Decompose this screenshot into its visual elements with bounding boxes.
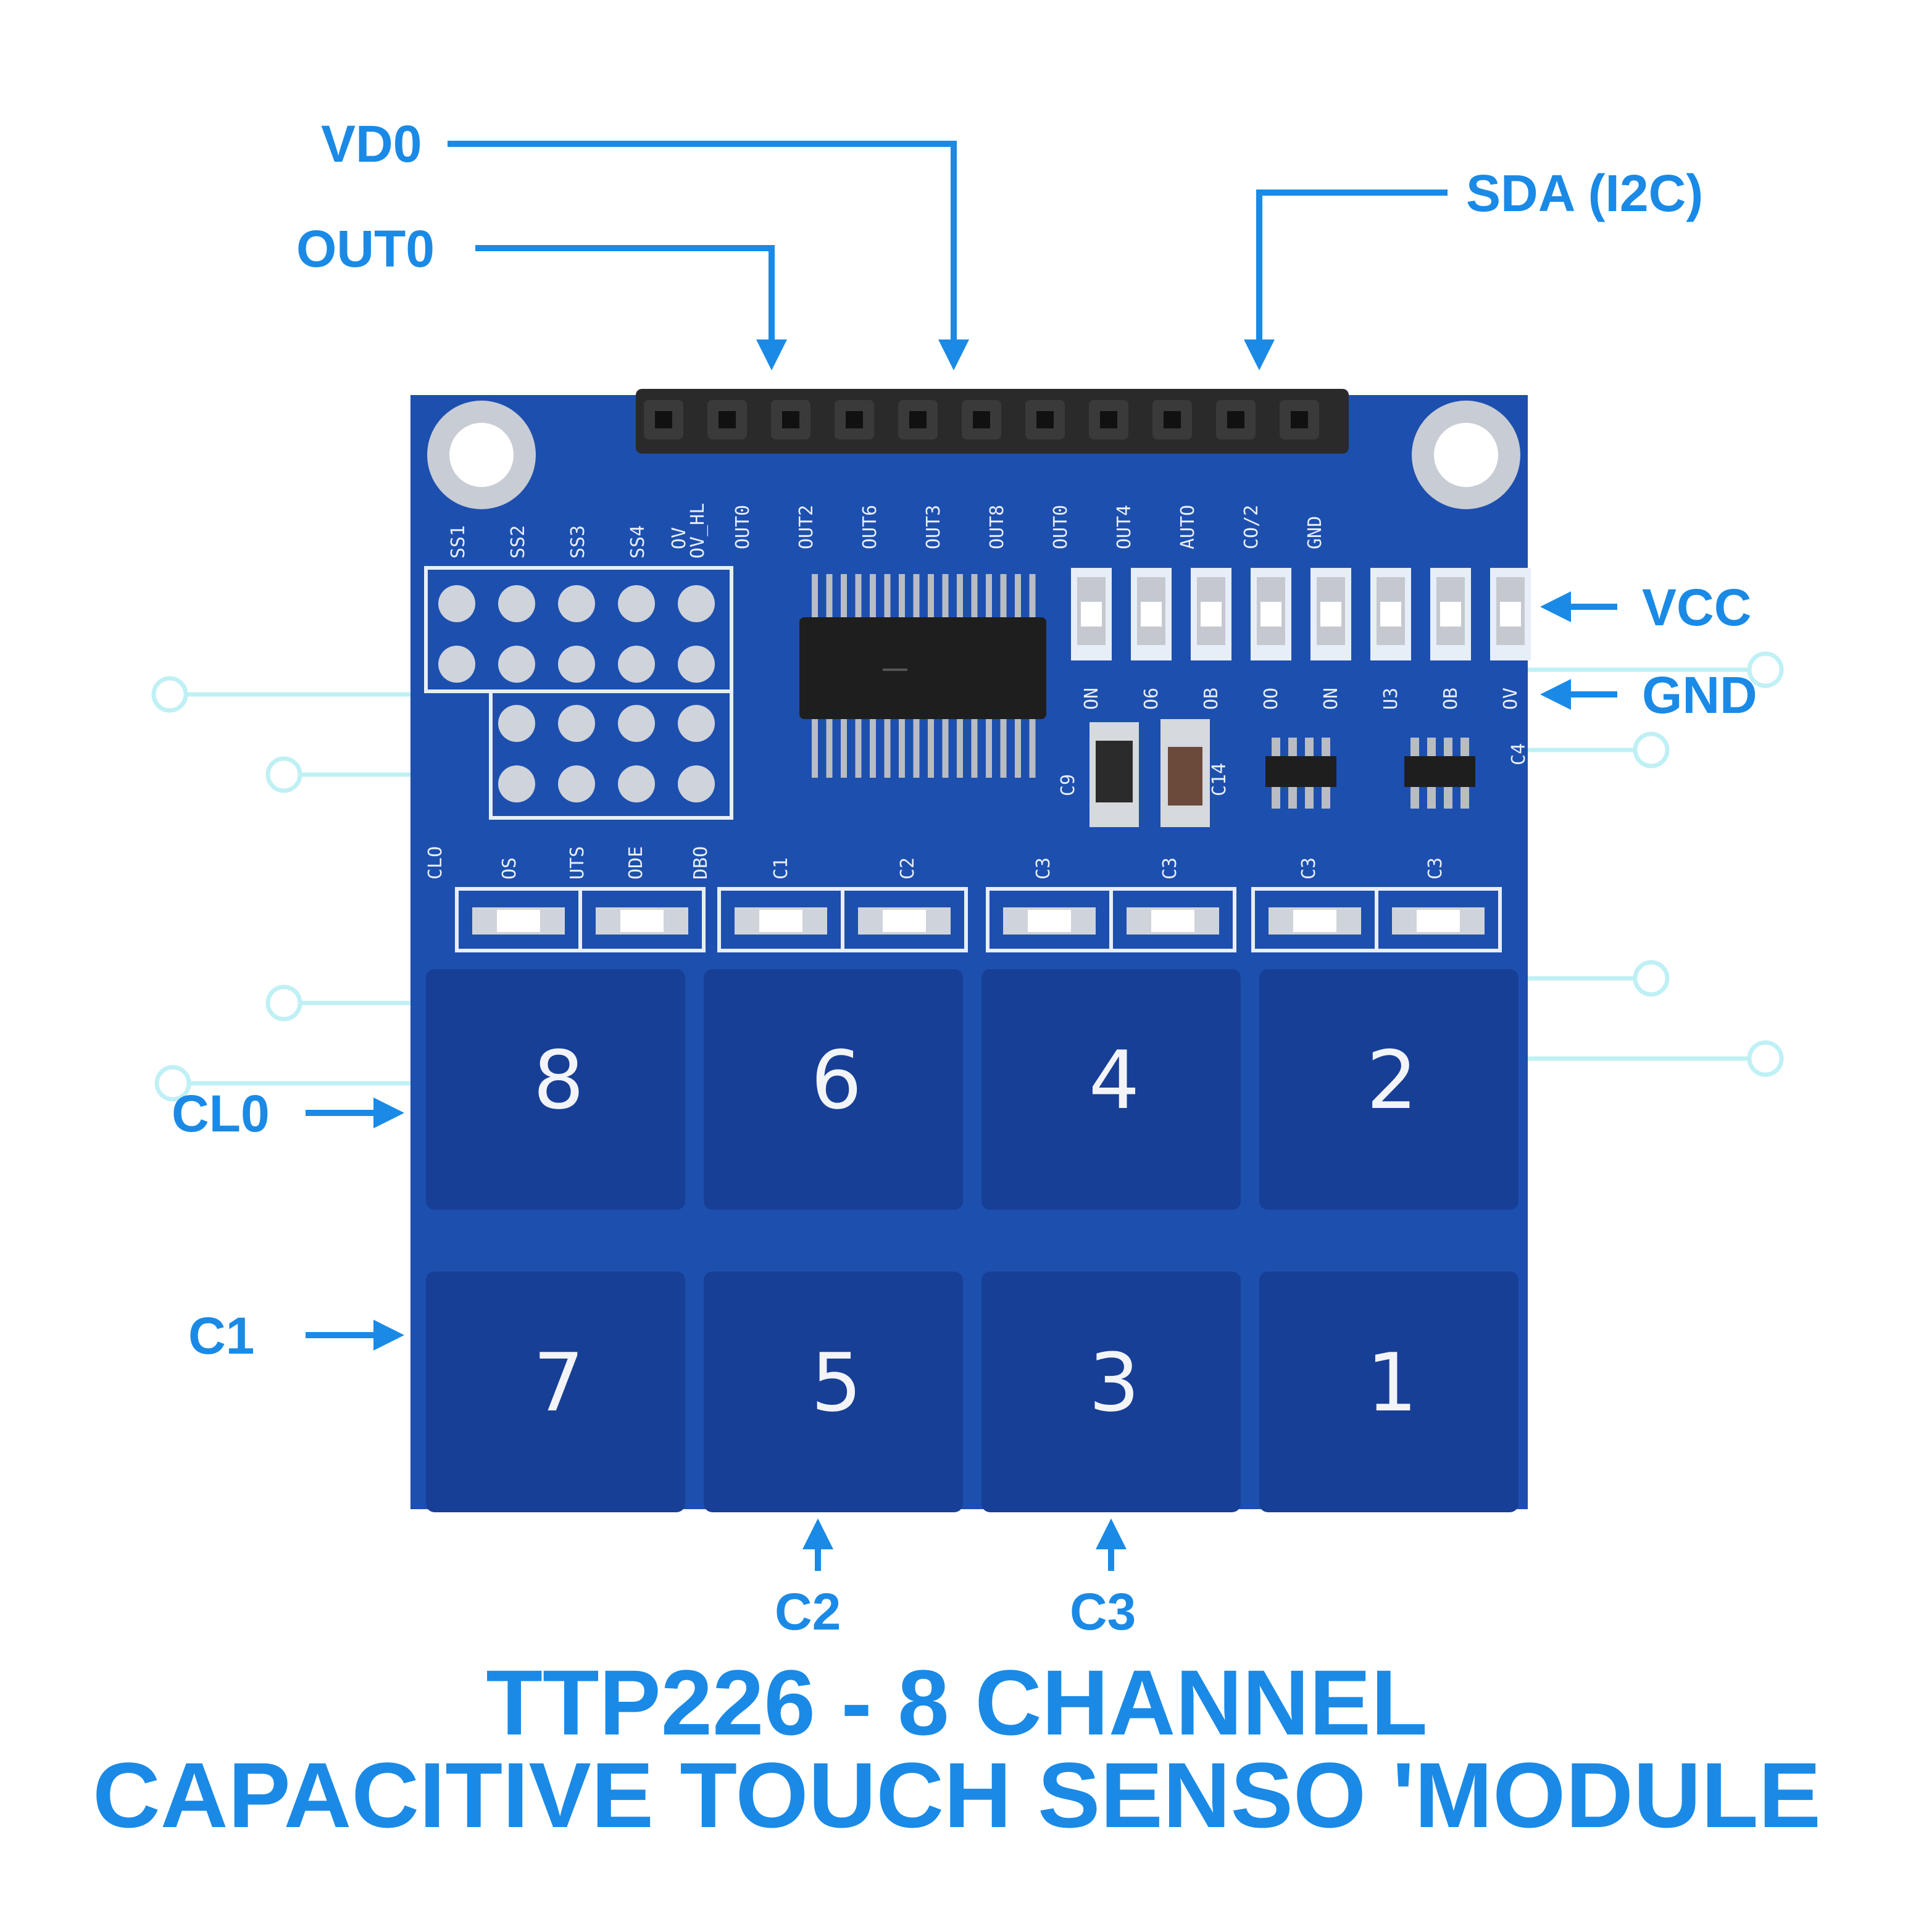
- touch-pad-4[interactable]: 4: [981, 969, 1241, 1210]
- touch-pad-number: 4: [1089, 1033, 1140, 1127]
- touch-pad-number: 8: [533, 1033, 585, 1127]
- touch-pad-grid: 8 6 4 2 7 5 3 1: [426, 969, 1519, 1512]
- led-label: O6: [1141, 688, 1162, 710]
- component-label: C4: [1508, 743, 1530, 765]
- label-c1: C1: [188, 1307, 254, 1365]
- touch-pad-number: 1: [1367, 1336, 1418, 1430]
- touch-pad-3[interactable]: 3: [981, 1272, 1241, 1512]
- header-pin-label: AUTO: [1177, 505, 1199, 549]
- component-label: C9: [1057, 774, 1079, 796]
- touch-pad-2[interactable]: 2: [1259, 969, 1519, 1210]
- led-label: ON: [1081, 688, 1102, 710]
- capacitor-label: OS: [499, 857, 520, 880]
- led-label: OV: [1500, 688, 1522, 710]
- label-cl0: CL0: [172, 1085, 270, 1143]
- capacitor-label: C3: [1298, 857, 1320, 880]
- header-pin-label: OUT0: [1050, 505, 1072, 549]
- label-vcc: VCC: [1642, 578, 1751, 636]
- jumper-label: SS4: [627, 525, 649, 559]
- pcb-board: OV OUT0 OUT2 OUT6 OUT3 OUT8 OUT0 OUT4 AUTO CO/2 GN…: [410, 389, 1531, 1512]
- capacitor-label: DBO: [690, 846, 712, 880]
- touch-pad-number: 3: [1089, 1336, 1140, 1430]
- label-vdo: VD0: [321, 115, 422, 173]
- capacitor-label: CLO: [425, 846, 446, 880]
- label-c2: C2: [775, 1583, 841, 1641]
- jumper-label: OV_HL: [687, 503, 709, 559]
- small-components: [1089, 719, 1475, 827]
- header-pin-label: OUT6: [859, 505, 881, 549]
- header-pin-label: GND: [1304, 516, 1326, 549]
- caption: TTP226 - 8 CHANNEL CAPACITIVE TOUCH SENS…: [93, 1651, 1821, 1847]
- header-pin-label: OV: [669, 527, 690, 549]
- touch-pad-5[interactable]: 5: [704, 1272, 963, 1512]
- capacitor-label: C1: [770, 857, 792, 880]
- touch-pad-number: 7: [533, 1336, 585, 1430]
- label-out0: OUT0: [296, 220, 435, 278]
- component-label: C14: [1209, 763, 1230, 796]
- led-label: OB: [1440, 688, 1462, 710]
- jumper-block: SS1 SS2 SS3 SS4 OV_HL: [424, 503, 733, 820]
- header-pin-label: OUT3: [923, 505, 944, 549]
- callout-labels: VD0 OUT0 SDA (I2C) VCC GND CL0 C1 C2 C3: [172, 115, 1757, 1641]
- capacitor-label: C3: [1159, 857, 1181, 880]
- ttp226-chip: [799, 574, 1046, 778]
- touch-pad-number: 6: [811, 1033, 862, 1127]
- led-label: OB: [1201, 688, 1222, 710]
- jumper-label: SS3: [567, 525, 589, 559]
- jumper-label: SS2: [507, 525, 529, 559]
- label-sda: SDA (I2C): [1466, 164, 1703, 222]
- capacitor-label: UTS: [567, 846, 588, 880]
- caption-line-1: TTP226 - 8 CHANNEL: [486, 1651, 1427, 1754]
- capacitor-label: C3: [1425, 857, 1446, 880]
- caption-line-2: CAPACITIVE TOUCH SENSO 'MODULE: [93, 1743, 1821, 1847]
- touch-pad-number: 2: [1367, 1033, 1418, 1127]
- header-pin-label: OUT2: [796, 505, 817, 549]
- header-pin-label: OUT0: [732, 505, 754, 549]
- touch-pad-number: 5: [811, 1336, 862, 1430]
- capacitor-label: C3: [1033, 857, 1054, 880]
- touch-pad-8[interactable]: 8: [426, 969, 685, 1210]
- touch-pad-7[interactable]: 7: [426, 1272, 685, 1512]
- label-c3: C3: [1070, 1583, 1136, 1641]
- led-label: ON: [1320, 688, 1342, 710]
- pin-header: [636, 389, 1349, 454]
- touch-pad-6[interactable]: 6: [704, 969, 963, 1210]
- callout-arrows: [306, 141, 1617, 1571]
- status-led-row: [1071, 568, 1531, 660]
- header-pin-label: OUT4: [1114, 505, 1135, 549]
- capacitor-label: C2: [897, 857, 919, 880]
- led-label: OO: [1260, 688, 1282, 710]
- label-gnd: GND: [1642, 666, 1757, 724]
- header-pin-label: OUT8: [986, 505, 1008, 549]
- header-pin-label: CO/2: [1241, 505, 1262, 549]
- touch-pad-1[interactable]: 1: [1259, 1272, 1519, 1512]
- resistor-row: [455, 887, 1502, 952]
- led-label: U3: [1380, 688, 1402, 710]
- jumper-label: SS1: [448, 525, 469, 559]
- capacitor-label: ODE: [625, 846, 647, 880]
